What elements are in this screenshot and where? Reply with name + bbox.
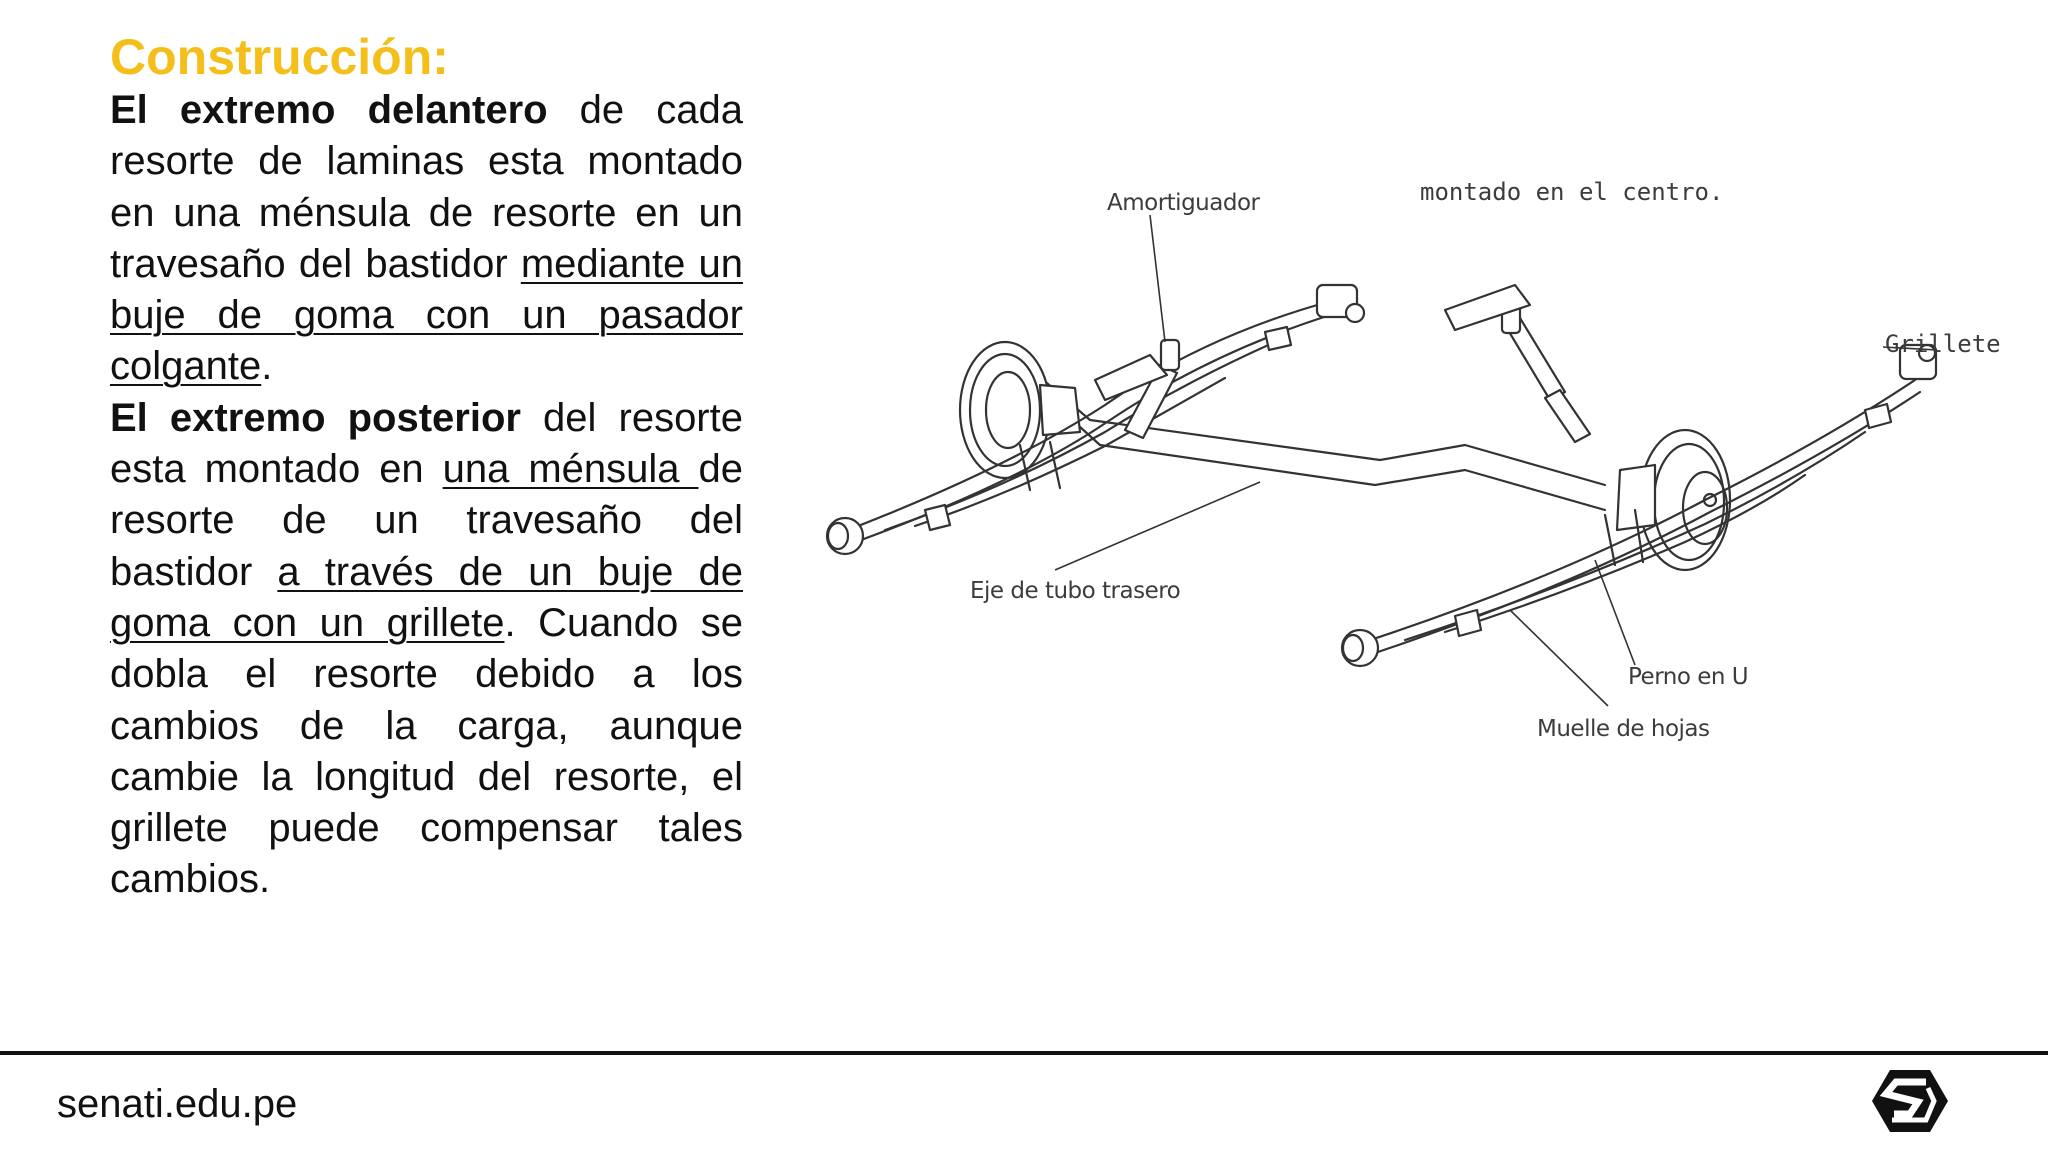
- underlined-shackle: a través de un buje de goma con un grill…: [110, 549, 743, 645]
- text-front-end-b: .: [261, 344, 273, 389]
- right-brake-drum: [1615, 428, 1732, 572]
- label-rear-axle: Eje de tubo trasero: [970, 578, 1180, 604]
- left-shock-absorber: [1093, 338, 1181, 440]
- right-shock-absorber: [1443, 283, 1592, 444]
- left-u-bolt: [1018, 440, 1062, 492]
- leader-rear-axle: [1054, 481, 1261, 571]
- label-u-bolt: Perno en U: [1628, 664, 1748, 690]
- label-shock-absorber: Amortiguador: [1107, 190, 1261, 216]
- label-shackle: Grillete: [1885, 330, 2001, 358]
- underlined-bushing-pin: mediante un buje de goma con un pasador …: [110, 241, 744, 389]
- diagram-caption: montado en el centro.: [1420, 178, 1723, 206]
- leader-shock-absorber: [1149, 214, 1166, 343]
- right-leaf-spring: [1340, 343, 1938, 668]
- paragraph-front-end: El extremo delantero de cada resorte de …: [110, 85, 743, 393]
- footer-url[interactable]: senati.edu.pe: [57, 1082, 298, 1126]
- footer-divider: [0, 1051, 2048, 1055]
- left-brake-drum: [958, 340, 1082, 480]
- paragraph-rear-end: El extremo posterior del resorte esta mo…: [110, 393, 743, 906]
- leader-u-bolt: [1594, 559, 1636, 666]
- leader-shackle: [1882, 346, 1938, 351]
- left-leaf-spring: [825, 283, 1366, 556]
- underlined-bracket: una ménsula: [442, 447, 699, 492]
- right-u-bolt: [1603, 508, 1645, 567]
- text-rear-end-c: . Cuando se dobla el resorte debido a lo…: [110, 600, 744, 902]
- text-rear-end-a: del resorte esta montado en: [110, 395, 743, 492]
- bold-rear-end: El extremo posterior: [110, 395, 521, 440]
- senati-logo-svg: [1872, 1070, 1948, 1132]
- body-text: El extremo delantero de cada resorte de …: [110, 85, 743, 906]
- text-front-end-a: de cada resorte de laminas esta montado …: [110, 88, 743, 286]
- suspension-diagram: montado en el centro. Amortiguador Grill…: [805, 170, 2010, 770]
- suspension-diagram-svg: montado en el centro. Amortiguador Grill…: [825, 178, 2001, 742]
- text-rear-end-b: de resorte de un travesaño del bastidor: [110, 447, 744, 594]
- senati-logo-icon: [1870, 1068, 1950, 1134]
- bold-front-end: El extremo delantero: [110, 88, 548, 132]
- leader-leaf-spring: [1509, 609, 1609, 707]
- slide-title: Construcción:: [110, 29, 449, 85]
- label-leaf-spring: Muelle de hojas: [1537, 716, 1710, 742]
